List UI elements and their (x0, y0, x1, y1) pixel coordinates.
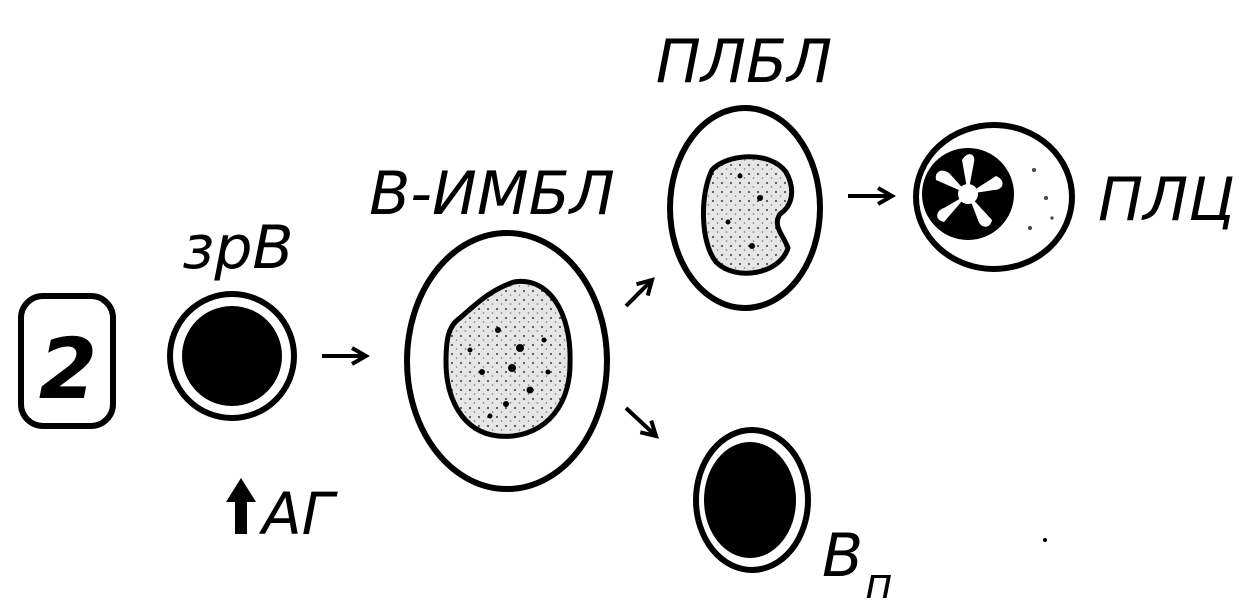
plasmablast-cell (667, 105, 823, 311)
speck (1043, 538, 1047, 542)
memory-b-label: Вп (822, 521, 893, 608)
mature-b-label: зрВ (182, 213, 293, 283)
plasma-cell (913, 122, 1075, 272)
panel-number: 2 (39, 320, 97, 418)
immunoblast-label: В-ИМБЛ (369, 159, 615, 229)
b-immunoblast-cell (404, 230, 610, 492)
memory-b-label-sub: п (865, 559, 892, 608)
arrow-up-icon (226, 478, 256, 534)
arrow-down-right-icon (624, 406, 659, 439)
antigen-label: АГ (258, 480, 339, 548)
memory-b-label-main: В (822, 521, 863, 591)
panel-number-box: 2 (18, 293, 116, 429)
plasma-cell-label: ПЛЦ (1098, 165, 1235, 235)
memory-b-cell (693, 427, 811, 573)
plasmablast-label: ПЛБЛ (656, 27, 833, 97)
mature-b-cell (167, 291, 297, 421)
arrow-up-right-icon (624, 277, 655, 308)
